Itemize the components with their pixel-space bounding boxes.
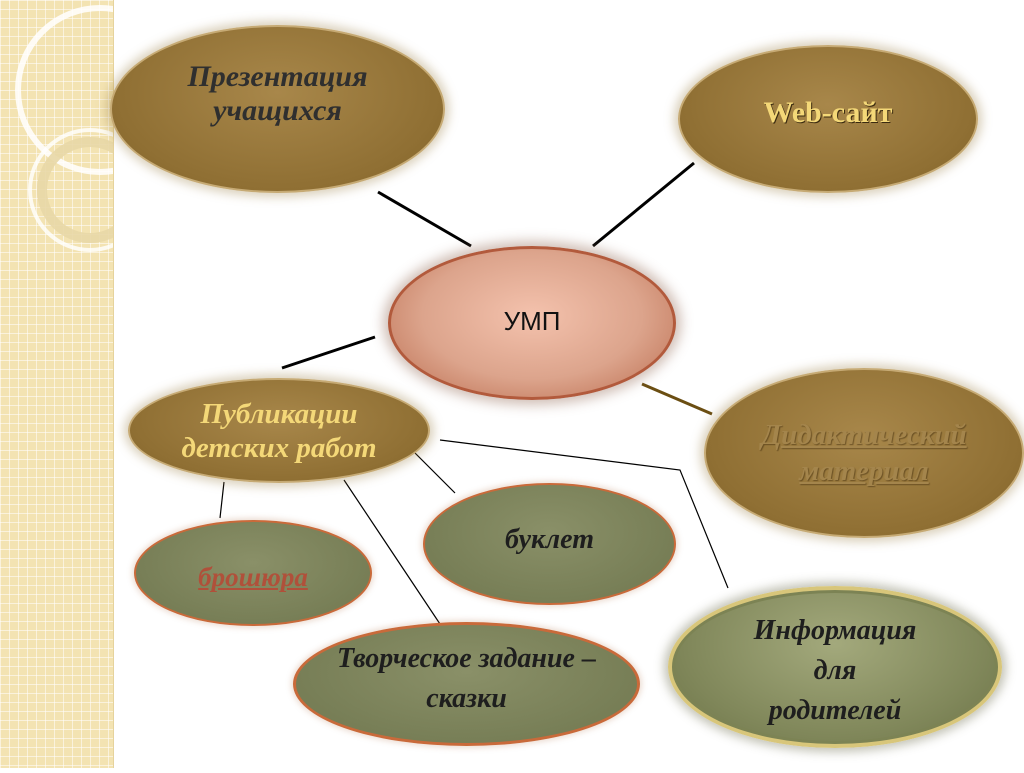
node-booklet: буклет: [423, 483, 676, 605]
node-website-label: Web-сайт: [763, 96, 893, 129]
node-brochure: брошюра: [134, 520, 372, 626]
node-didactic-label: Дидактический материал: [761, 419, 967, 487]
node-brochure-label: брошюра: [198, 562, 308, 592]
connector-center-didactic: [641, 382, 713, 416]
connector-publications-parents: [439, 439, 729, 589]
connector-publications-booklet: [411, 449, 456, 494]
connector-center-publications: [281, 335, 376, 370]
node-presentation: Презентация учащихся: [110, 25, 445, 193]
node-publications-label: Публикации детских работ: [181, 397, 377, 464]
connector-publications-brochure: [219, 481, 225, 519]
node-booklet-label: буклет: [505, 524, 594, 555]
node-parents: Информация для родителей: [668, 586, 1002, 748]
node-center: УМП: [388, 246, 676, 400]
connector-publications-creative: [343, 479, 441, 625]
node-parents-label: Информация для родителей: [753, 615, 917, 726]
node-creative: Творческое задание – сказки: [293, 622, 640, 746]
node-website: Web-сайт: [678, 45, 978, 193]
decorative-side-strip: [0, 0, 185, 768]
node-creative-label: Творческое задание – сказки: [337, 643, 596, 714]
node-presentation-label: Презентация учащихся: [187, 60, 368, 127]
node-center-label: УМП: [503, 305, 561, 336]
node-publications: Публикации детских работ: [128, 378, 430, 483]
connector-center-presentation: [377, 190, 472, 248]
node-didactic: Дидактический материал: [704, 368, 1024, 538]
connector-center-website: [592, 161, 695, 248]
